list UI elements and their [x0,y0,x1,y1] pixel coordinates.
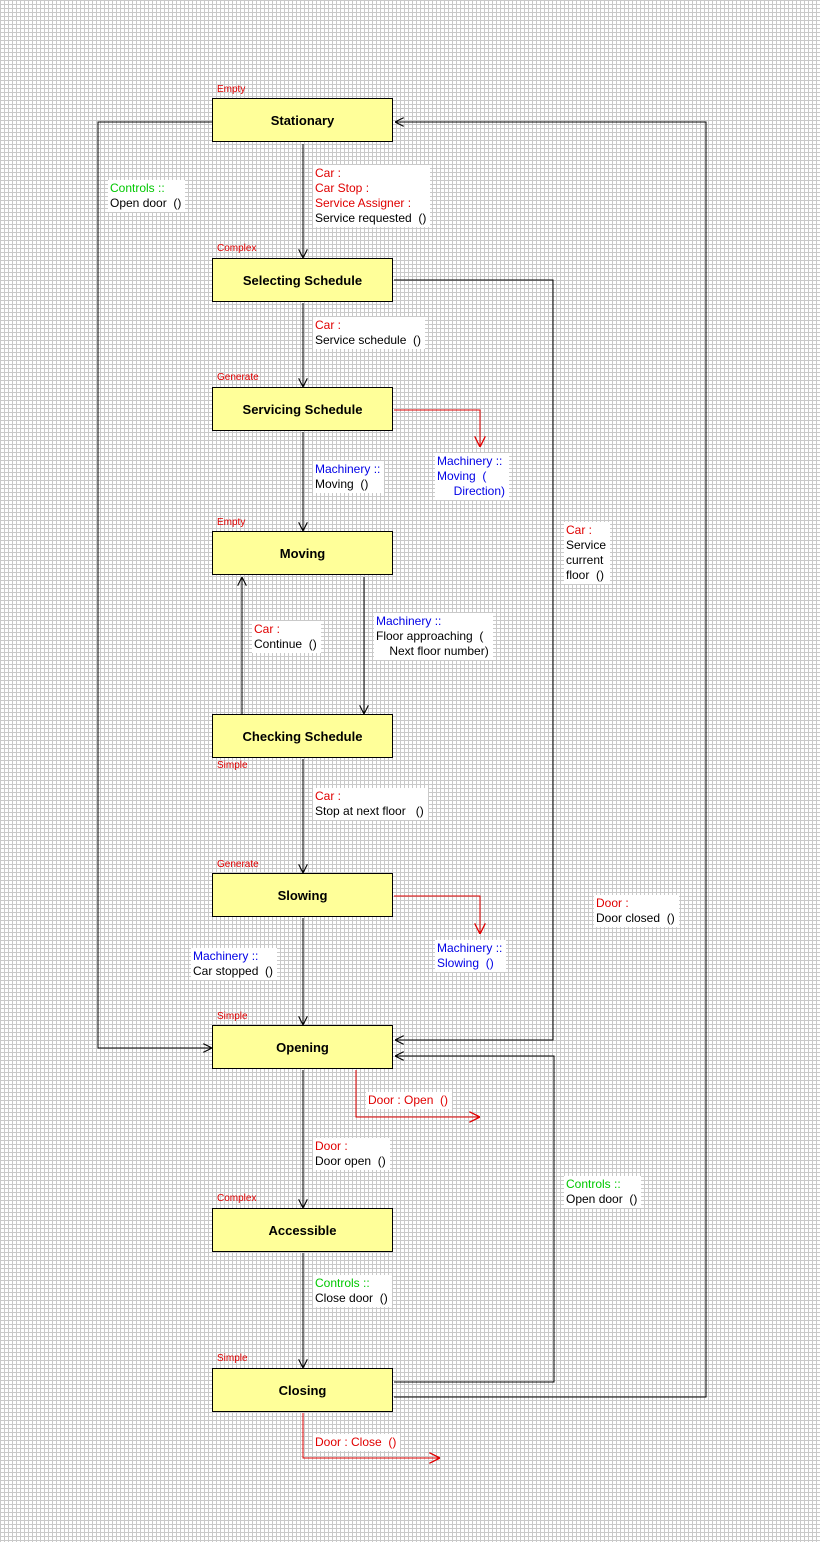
state-type-servicing-schedule: Generate [217,372,259,383]
class-name: Controls :: [110,181,165,195]
event-name: Door open () [315,1154,386,1168]
event-label-selecting-to-opening: Car : Service current floor () [564,522,611,584]
event-name: Service schedule () [315,333,422,347]
generated-event-slowing: Machinery :: Slowing () [435,940,507,972]
event-name: Car stopped () [193,964,274,978]
generated-event-opening: Door : Open () [366,1092,453,1109]
event-name: Next floor number) [376,644,489,658]
event-label-closing-to-opening: Controls :: Open door () [564,1176,642,1208]
event-name: Continue () [254,637,317,651]
state-checking-schedule[interactable]: Checking Schedule [212,714,393,758]
generated-event-arrow-servicing [394,409,480,447]
event-label-accessible-to-closing: Controls :: Close door () [313,1275,392,1307]
state-type-opening: Simple [217,1011,248,1022]
generated-event-arrow-slowing [394,895,480,934]
class-name: Car : [315,166,342,180]
class-name: Machinery :: [315,462,381,476]
transition-selecting-to-opening[interactable] [394,279,554,1040]
event-name: Service requested () [315,211,427,225]
generated-event-arrow-opening [355,1070,480,1117]
event-label-servicing-to-moving: Machinery :: Moving () [313,461,385,493]
event-label-selecting-to-servicing: Car : Service schedule () [313,317,426,349]
state-moving[interactable]: Moving [212,531,393,575]
event-name: Floor approaching ( [376,629,484,643]
class-name: Machinery :: [437,454,503,468]
event-name: Stop at next floor () [315,804,424,818]
generated-event-closing: Door : Close () [313,1434,401,1451]
event-label-slowing-to-opening: Machinery :: Car stopped () [191,948,278,980]
state-closing[interactable]: Closing [212,1368,393,1412]
state-type-accessible: Complex [217,1193,257,1204]
event-name: Door : Close () [315,1435,397,1449]
class-name: Car : [315,789,342,803]
event-name: Direction) [437,484,506,498]
event-label-closing-to-stationary: Door : Door closed () [594,895,679,927]
state-selecting-schedule[interactable]: Selecting Schedule [212,258,393,302]
transition-closing-to-opening[interactable] [394,1056,555,1383]
event-name: Slowing () [437,956,494,970]
class-name: Car : [315,318,342,332]
event-name: Open door () [566,1192,638,1206]
class-name: Car : [254,622,281,636]
state-type-checking-schedule: Simple [217,760,248,771]
class-name: Machinery :: [193,949,259,963]
class-name: Car : [566,523,593,537]
event-name: Moving () [315,477,369,491]
class-name: Door : [596,896,629,910]
event-label-checking-to-moving: Car : Continue () [252,621,321,653]
state-stationary[interactable]: Stationary [212,98,393,142]
event-label-opening-to-accessible: Door : Door open () [313,1138,390,1170]
event-name: Close door () [315,1291,388,1305]
event-label-checking-to-slowing: Car : Stop at next floor () [313,788,428,820]
state-type-selecting-schedule: Complex [217,243,257,254]
event-name: floor () [566,568,605,582]
state-opening[interactable]: Opening [212,1025,393,1069]
class-name: Machinery :: [376,614,442,628]
state-type-slowing: Generate [217,859,259,870]
event-label-stationary-to-opening: Controls :: Open door () [108,180,186,212]
class-name: Controls :: [315,1276,370,1290]
state-type-closing: Simple [217,1353,248,1364]
state-slowing[interactable]: Slowing [212,873,393,917]
event-name: Door closed () [596,911,675,925]
generated-event-servicing: Machinery :: Moving ( Direction) [435,453,510,500]
state-type-moving: Empty [217,517,246,528]
class-name: Service Assigner : [315,196,412,210]
transition-stationary-to-opening[interactable] [97,121,212,1048]
state-accessible[interactable]: Accessible [212,1208,393,1252]
event-name: Open door () [110,196,182,210]
state-type-stationary: Empty [217,84,246,95]
event-name: Service [566,538,607,552]
class-name: Machinery :: [437,941,503,955]
class-name: Door : [315,1139,348,1153]
event-name: current [566,553,604,567]
class-name: Controls :: [566,1177,621,1191]
state-servicing-schedule[interactable]: Servicing Schedule [212,387,393,431]
event-label-stationary-to-selecting: Car : Car Stop : Service Assigner : Serv… [313,165,431,227]
event-name: Door : Open () [368,1093,449,1107]
transition-closing-to-stationary[interactable] [394,122,707,1398]
generated-event-arrow-closing [302,1413,440,1458]
event-label-moving-to-checking: Machinery :: Floor approaching ( Next fl… [374,613,493,660]
class-name: Car Stop : [315,181,370,195]
event-name: Moving ( [437,469,487,483]
